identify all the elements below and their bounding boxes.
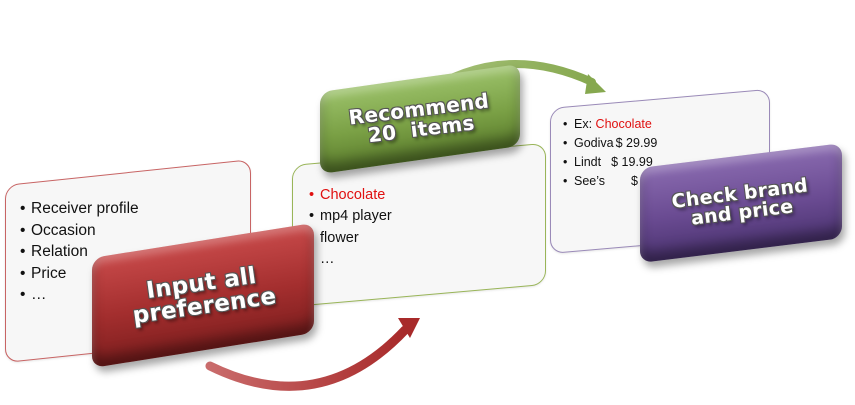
list-item: mp4 player <box>309 208 392 225</box>
example-prefix: Ex: <box>574 117 596 132</box>
brand-row: Godiva$ 29.99 <box>563 136 673 151</box>
list-item: … <box>309 251 392 268</box>
arrow-head-green <box>585 74 606 94</box>
list-item: Occasion <box>20 222 139 241</box>
brand-name: Lindt <box>574 155 602 170</box>
brand-name: See’s <box>574 174 606 189</box>
example-value: Chocolate <box>595 117 652 132</box>
list-item: flower <box>309 230 392 247</box>
brand-name: Godiva <box>574 136 614 151</box>
arrow-head-red <box>398 318 420 338</box>
brand-price: $ 29.99 <box>615 136 658 151</box>
list-item-highlighted: Chocolate <box>309 187 392 204</box>
list-item: Receiver profile <box>20 200 139 219</box>
recommendation-list: Chocolate mp4 player flower … <box>309 187 392 273</box>
example-item: Ex: Chocolate <box>563 117 673 132</box>
